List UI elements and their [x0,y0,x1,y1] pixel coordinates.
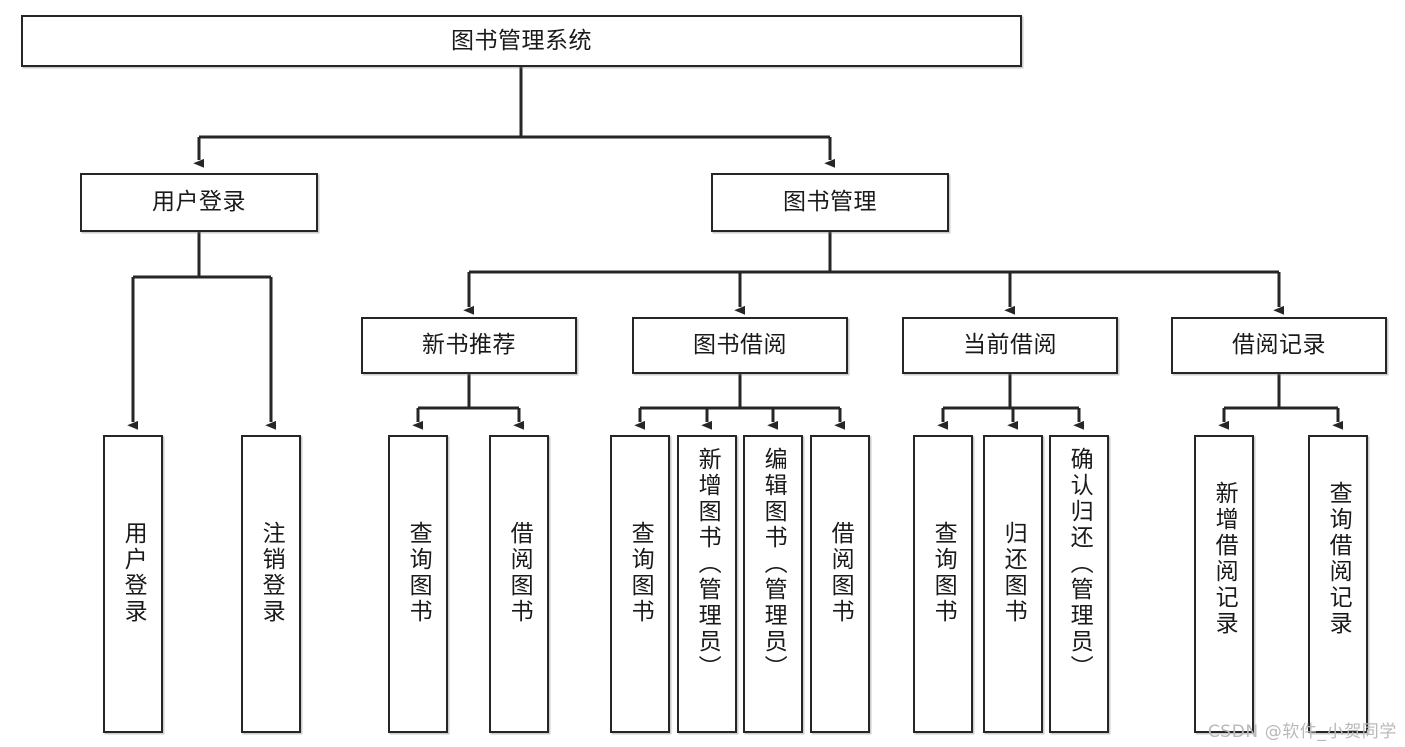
node-leaf-query-book-1[interactable]: 查询图书 [388,435,448,733]
node-current-borrow-label: 当前借阅 [963,332,1057,359]
node-book-manage[interactable]: 图书管理 [711,173,949,232]
node-leaf-return-book[interactable]: 归还图书 [983,435,1043,733]
node-leaf-query-record-label: 查询借阅记录 [1325,481,1352,637]
node-user-login[interactable]: 用户登录 [80,173,318,232]
node-leaf-logout-label: 注销登录 [258,521,285,625]
node-leaf-user-login[interactable]: 用户登录 [103,435,163,733]
node-leaf-logout[interactable]: 注销登录 [241,435,301,733]
node-leaf-query-book-2[interactable]: 查询图书 [610,435,670,733]
node-leaf-borrow-book-2-label: 借阅图书 [827,521,854,625]
node-leaf-borrow-book-1[interactable]: 借阅图书 [489,435,549,733]
node-leaf-query-book-3-label: 查询图书 [930,521,957,625]
node-leaf-query-book-1-label: 查询图书 [405,521,432,625]
node-leaf-return-book-label: 归还图书 [1000,521,1027,625]
node-borrow-record-label: 借阅记录 [1232,332,1326,359]
node-leaf-add-book[interactable]: 新增图书（管理员） [677,435,737,733]
node-leaf-user-login-label: 用户登录 [120,521,147,625]
node-leaf-borrow-book-2[interactable]: 借阅图书 [810,435,870,733]
node-leaf-query-book-3[interactable]: 查询图书 [913,435,973,733]
node-leaf-query-book-2-label: 查询图书 [627,521,654,625]
node-leaf-add-record-label: 新增借阅记录 [1211,481,1238,637]
node-leaf-add-book-label: 新增图书（管理员） [694,447,721,681]
node-user-login-label: 用户登录 [152,189,246,216]
node-current-borrow[interactable]: 当前借阅 [902,317,1118,374]
node-new-book-rec[interactable]: 新书推荐 [361,317,577,374]
node-leaf-borrow-book-1-label: 借阅图书 [506,521,533,625]
node-leaf-confirm-return-label: 确认归还（管理员） [1066,447,1093,681]
node-borrow-record[interactable]: 借阅记录 [1171,317,1387,374]
node-book-borrow[interactable]: 图书借阅 [632,317,848,374]
node-leaf-confirm-return[interactable]: 确认归还（管理员） [1049,435,1109,733]
node-book-borrow-label: 图书借阅 [693,332,787,359]
node-leaf-edit-book[interactable]: 编辑图书（管理员） [743,435,803,733]
node-leaf-query-record[interactable]: 查询借阅记录 [1308,435,1368,733]
node-book-manage-label: 图书管理 [783,189,877,216]
node-root[interactable]: 图书管理系统 [21,15,1022,67]
node-new-book-rec-label: 新书推荐 [422,332,516,359]
node-root-label: 图书管理系统 [451,27,592,54]
node-leaf-add-record[interactable]: 新增借阅记录 [1194,435,1254,733]
node-leaf-edit-book-label: 编辑图书（管理员） [760,447,787,681]
